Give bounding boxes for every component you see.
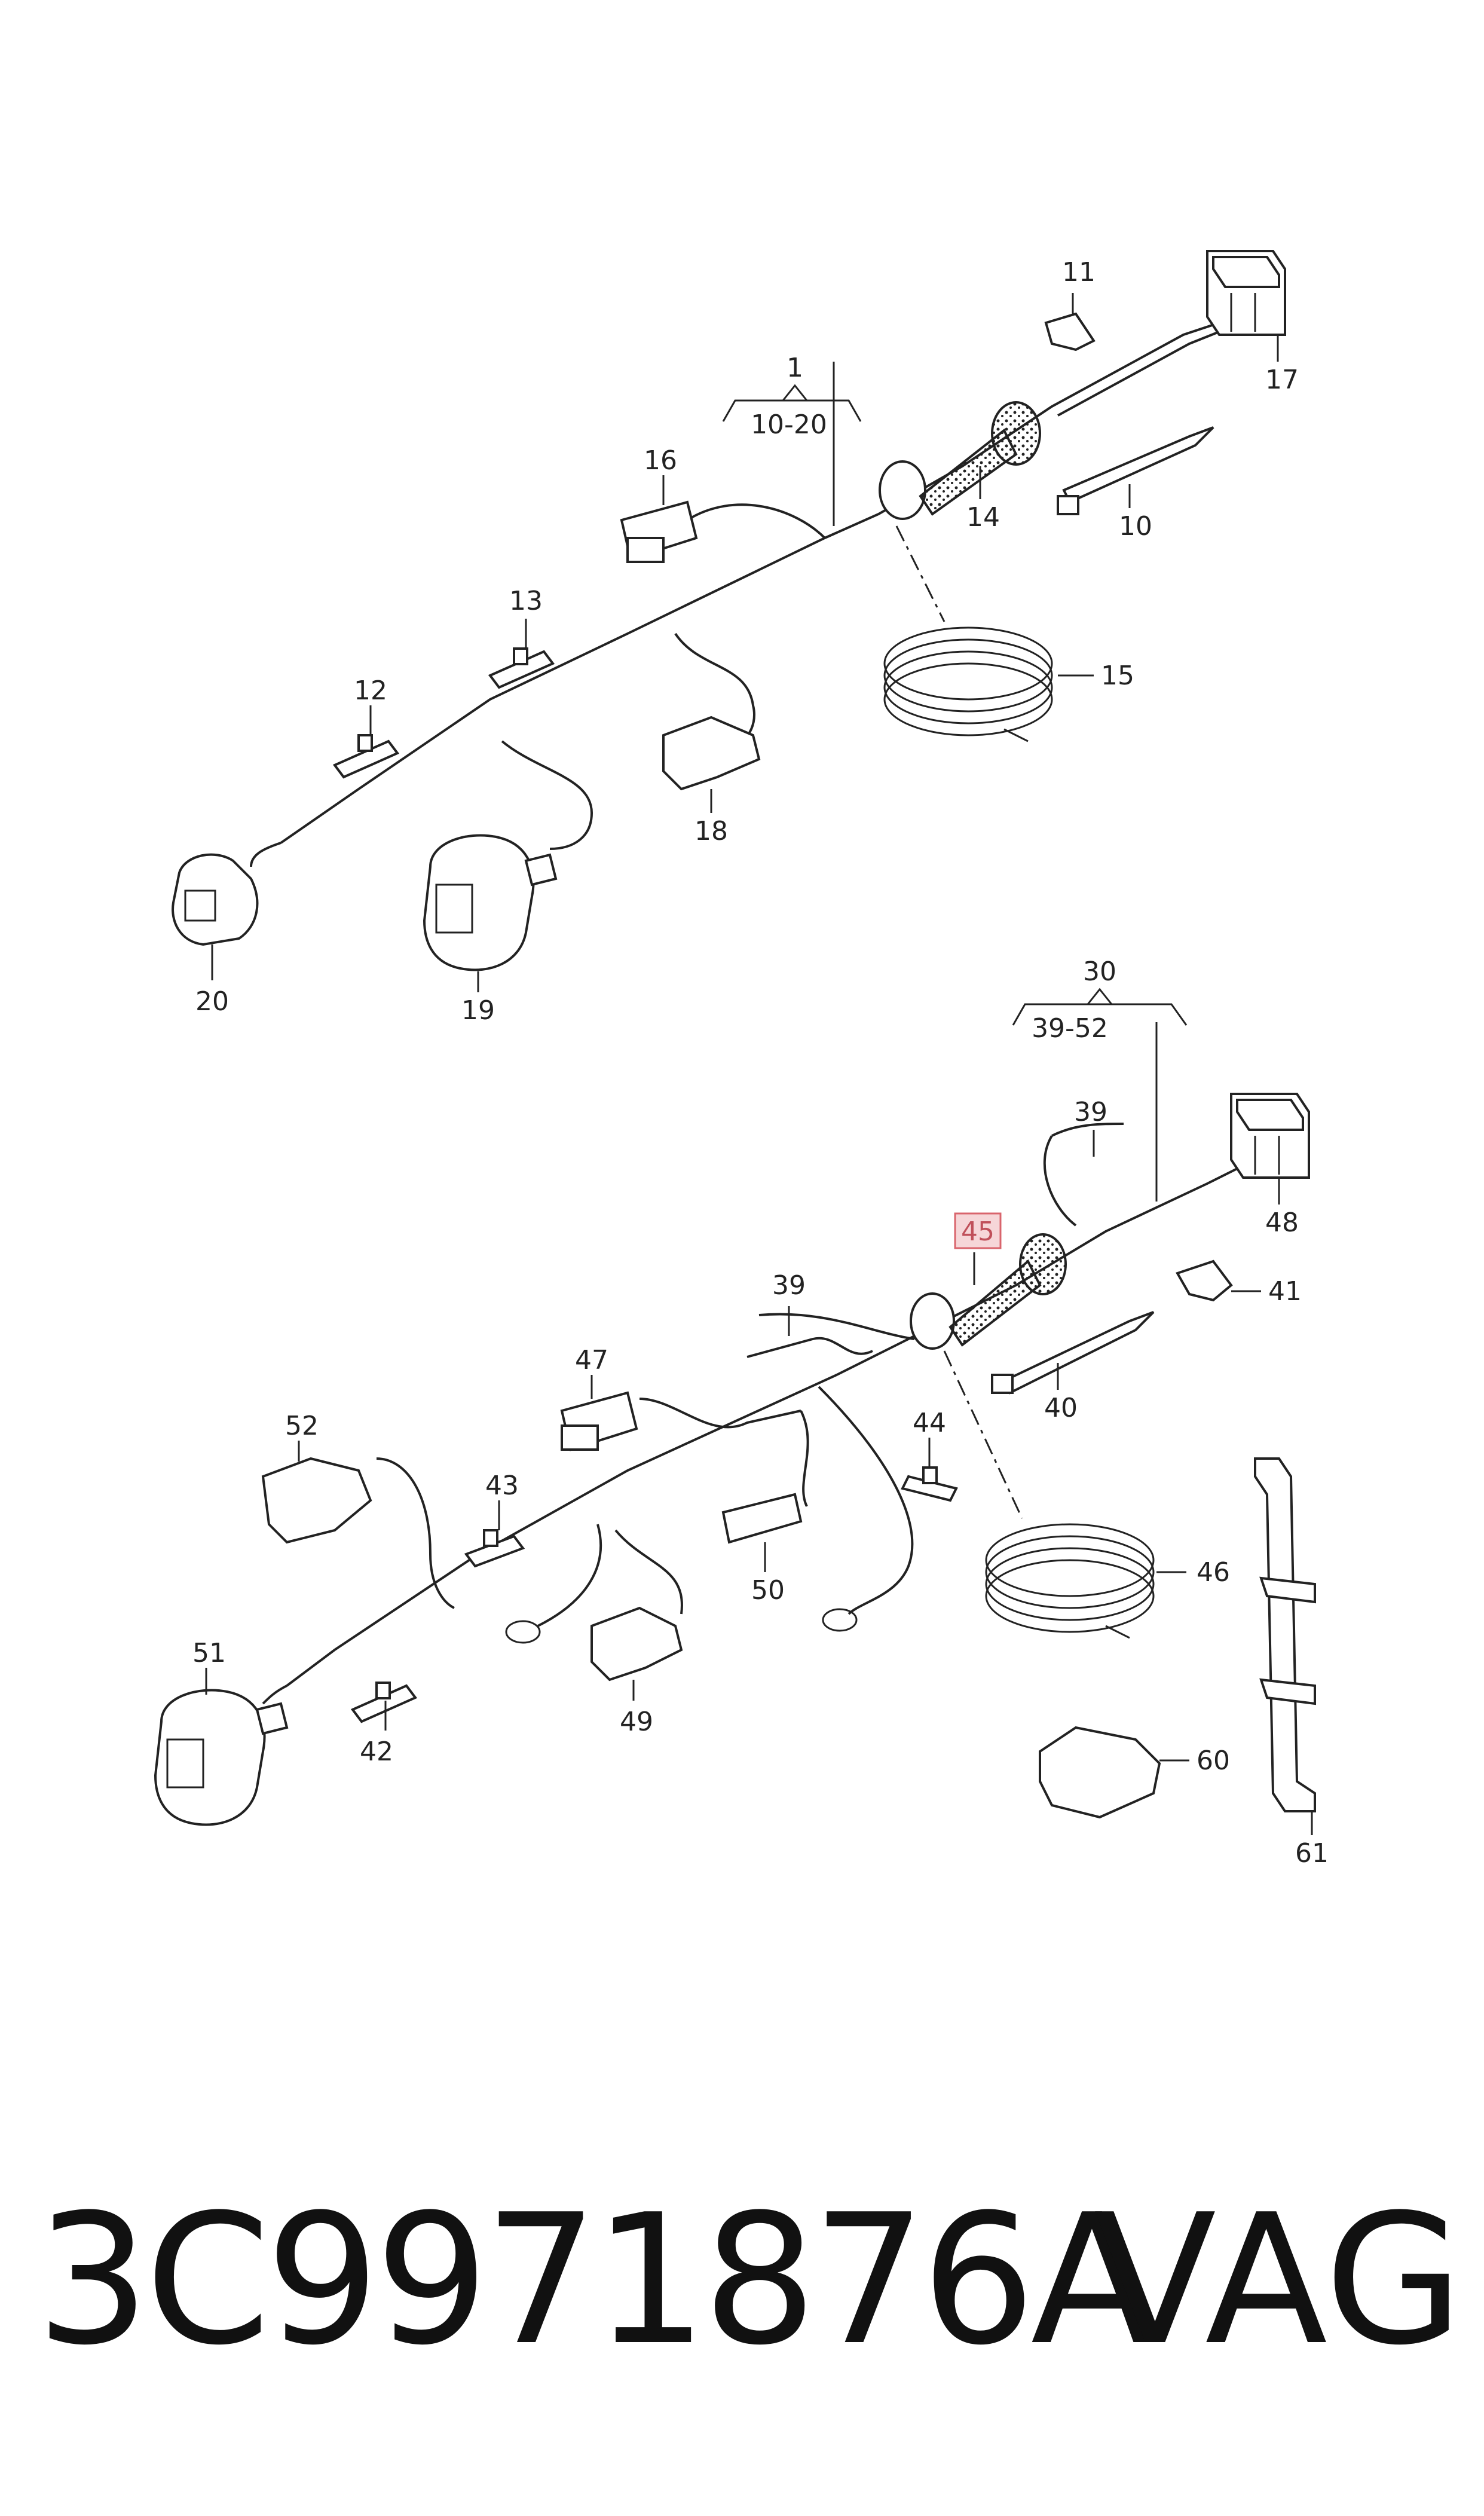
- label-49: 49: [620, 1707, 653, 1737]
- wire-39-upper: [1051, 1123, 1124, 1137]
- label-48: 48: [1265, 1207, 1299, 1238]
- leader-lines-lower: [205, 988, 1313, 1835]
- ring-terminal-49: [505, 1620, 541, 1644]
- cable-tie-10: [1057, 426, 1214, 515]
- label-60: 60: [1197, 1745, 1230, 1776]
- label-18: 18: [694, 816, 728, 846]
- clip-41: [1176, 1259, 1233, 1302]
- label-10: 10: [1119, 511, 1152, 542]
- connector-48: [1230, 1093, 1310, 1179]
- connector-51: [154, 1689, 289, 1826]
- label-42: 42: [360, 1737, 393, 1767]
- cable-tie-40: [991, 1311, 1155, 1395]
- label-44: 44: [913, 1408, 946, 1438]
- part-number: 3C9971876A: [36, 2176, 1153, 2384]
- clip-11: [1044, 312, 1096, 351]
- label-30: 30: [1083, 956, 1116, 987]
- ring-terminal-50: [822, 1608, 858, 1632]
- brand: VAG: [1094, 2176, 1464, 2384]
- label-20: 20: [195, 986, 229, 1017]
- label-40: 40: [1044, 1393, 1078, 1423]
- connector-18: [662, 716, 761, 791]
- clip-12: [357, 734, 373, 752]
- wire-39-lower: [746, 1337, 873, 1358]
- coil-46: [985, 1523, 1155, 1639]
- leader-lines-upper: [211, 293, 1279, 992]
- grommet-45: [910, 1233, 1067, 1350]
- clip-43: [483, 1529, 498, 1547]
- connector-19: [423, 834, 558, 971]
- highlight-box-45: [954, 1212, 1002, 1249]
- label-13: 13: [509, 586, 543, 616]
- wiring-harness-diagram: 1 10-20 11 17 16 14 10 13 15 12 18 20 19…: [154, 250, 1329, 1869]
- connector-20: [172, 853, 259, 946]
- label-12: 12: [354, 675, 387, 706]
- label-17: 17: [1265, 365, 1299, 395]
- tape-44: [901, 1475, 958, 1502]
- label-61: 61: [1295, 1838, 1329, 1869]
- label-43: 43: [485, 1471, 519, 1501]
- grommet-14: [879, 401, 1041, 520]
- connector-50: [721, 1493, 803, 1544]
- label-1-range: 10-20: [751, 409, 827, 440]
- label-14: 14: [966, 502, 1000, 533]
- label-39-lower: 39: [772, 1270, 806, 1301]
- coil-15: [883, 626, 1053, 742]
- bracket-61: [1254, 1457, 1316, 1812]
- label-11: 11: [1062, 257, 1096, 288]
- connector-17: [1206, 250, 1286, 336]
- footer: 3C9971876A VAG: [0, 2164, 1484, 2415]
- label-16: 16: [644, 445, 677, 476]
- label-15: 15: [1101, 661, 1134, 691]
- label-45: 45: [961, 1216, 995, 1247]
- connector-16: [620, 500, 698, 563]
- label-52: 52: [285, 1411, 319, 1441]
- label-51: 51: [192, 1638, 226, 1668]
- label-46: 46: [1197, 1557, 1230, 1588]
- label-41: 41: [1268, 1276, 1302, 1307]
- holder-60: [1039, 1726, 1161, 1819]
- connector-47: [560, 1391, 638, 1451]
- connector-49: [590, 1606, 683, 1682]
- clip-42: [375, 1682, 391, 1699]
- harness-30: [262, 1022, 1244, 1705]
- clip-13: [513, 647, 528, 665]
- label-19: 19: [461, 995, 495, 1026]
- label-30-range: 39-52: [1032, 1013, 1108, 1044]
- label-50: 50: [751, 1575, 785, 1606]
- callout-labels: 1 10-20 11 17 16 14 10 13 15 12 18 20 19…: [192, 257, 1329, 1869]
- connector-52: [261, 1457, 372, 1544]
- label-1: 1: [787, 353, 803, 383]
- label-39-upper: 39: [1074, 1097, 1107, 1127]
- clip-44: [922, 1466, 938, 1484]
- label-47: 47: [575, 1345, 608, 1375]
- harness-1: [250, 322, 1220, 867]
